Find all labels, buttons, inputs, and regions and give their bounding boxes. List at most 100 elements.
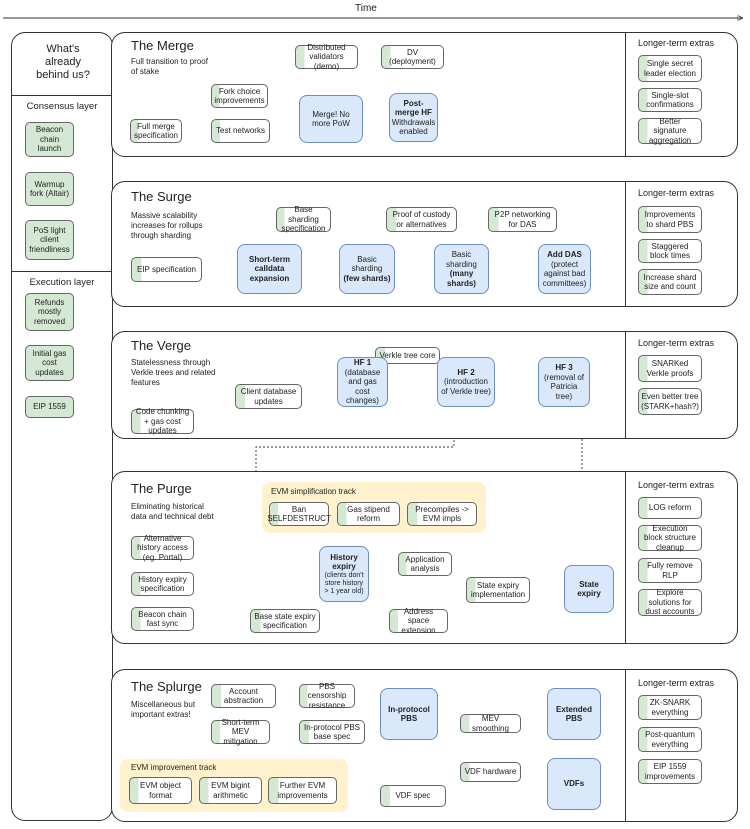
gas-stipend-reform: Gas stipend reform xyxy=(337,502,400,526)
splurge-extra-2: Post-quantum everything xyxy=(638,727,702,752)
state-expiry: State expiry xyxy=(564,565,614,613)
short-term-calldata: Short-term calldata expansion xyxy=(237,244,302,294)
surge-extras-title: Longer-term extras xyxy=(638,188,715,198)
purge-extra-1: LOG reform xyxy=(638,497,702,519)
add-das-sub: (protect against bad committees) xyxy=(542,259,587,288)
basic-sharding-many: Basic sharding (many shards) xyxy=(434,244,489,294)
verge-extra-1: SNARKed Verkle proofs xyxy=(638,355,702,382)
pbs-censorship-resistance: PBS censorship resistance xyxy=(299,682,355,710)
client-database-updates: Client database updates xyxy=(235,384,302,409)
account-abstraction: Account abstraction xyxy=(211,684,276,708)
basic-sharding-many-label: Basic sharding xyxy=(446,250,477,269)
merge-extra-1: Single secret leader election xyxy=(638,55,702,82)
initial-gas-cost: Initial gas cost updates xyxy=(25,345,74,381)
refunds-removed: Refunds mostly removed xyxy=(25,293,74,331)
merge-extra-3: Better signature aggregation xyxy=(638,117,702,145)
history-expiry-spec: History expiry specification xyxy=(131,572,194,596)
hf2-title: HF 2 xyxy=(457,367,475,377)
history-sidebar: What's already behind us? Consensus laye… xyxy=(11,32,113,821)
purge-extra-3: Fully remove RLP xyxy=(638,558,702,583)
evm-simplification-label: EVM simplification track xyxy=(271,487,356,496)
purge-desc: Eliminating historical data and technica… xyxy=(131,502,214,521)
vdf-hardware: VDF hardware xyxy=(460,762,521,782)
history-expiry: History expiry (clients don't store hist… xyxy=(319,546,369,602)
surge-desc: Massive scalability increases for rollup… xyxy=(131,211,203,240)
consensus-layer-heading: Consensus layer xyxy=(26,101,98,112)
base-sharding-spec: Base sharding specification xyxy=(276,205,331,233)
surge-extra-2: Staggered block times xyxy=(638,239,702,263)
purge-extra-2: Execution block structure cleanup xyxy=(638,524,702,552)
evm-object-format: EVM object format xyxy=(129,777,192,804)
pos-light-client: PoS light client friendliness xyxy=(25,220,74,260)
test-networks: Test networks xyxy=(211,119,270,143)
hf1-title: HF 1 xyxy=(353,358,372,368)
splurge-extras-title: Longer-term extras xyxy=(638,678,715,688)
basic-sharding-few-sub: (few shards) xyxy=(343,273,391,283)
evm-improvement-label: EVM improvement track xyxy=(131,763,217,772)
p2p-networking-das: P2P networking for DAS xyxy=(488,207,557,232)
verge-extra-2: Even better tree (STARK+hash?) xyxy=(638,388,702,415)
mev-smoothing: MEV smoothing xyxy=(460,714,521,733)
full-merge-specification: Full merge specification xyxy=(130,119,182,143)
fork-choice-improvements: Fork choice improvements xyxy=(211,84,268,108)
short-term-mev-mitigation: Short-term MEV mitigation xyxy=(211,718,270,746)
verge-extras-title: Longer-term extras xyxy=(638,338,715,348)
application-analysis: Application analysis xyxy=(398,552,452,576)
history-expiry-title: History expiry xyxy=(330,552,358,572)
purge-title: The Purge xyxy=(131,481,192,496)
post-merge-hf-title: Post-merge HF xyxy=(395,98,432,118)
base-state-expiry-spec: Base state expiry specification xyxy=(250,609,320,633)
add-das: Add DAS (protect against bad committees) xyxy=(538,244,591,294)
purge-extras-title: Longer-term extras xyxy=(638,480,715,490)
merge-title: The Merge xyxy=(131,38,194,53)
merge-extra-2: Single-slot confirmations xyxy=(638,88,702,112)
alternative-history-access: Alternative history access (eg. Portal) xyxy=(131,534,194,562)
hf1: HF 1 (database and gas cost changes) xyxy=(337,357,388,407)
eip-specification: EIP specification xyxy=(131,257,202,282)
surge-title: The Surge xyxy=(131,189,192,204)
execution-layer-heading: Execution layer xyxy=(29,277,95,288)
dv-deployment: DV (deployment) xyxy=(381,45,444,69)
splurge-title: The Splurge xyxy=(131,679,202,694)
in-protocol-pbs: In-protocol PBS xyxy=(380,688,438,740)
hf2-sub: (introduction of Verkle tree) xyxy=(441,377,491,396)
timeline-label: Time xyxy=(355,3,377,14)
verge-title: The Verge xyxy=(131,338,191,353)
merge-node-label: Merge! No more PoW xyxy=(312,109,350,129)
hf3-title: HF 3 xyxy=(555,363,573,372)
precompiles-evm: Precompiles -> EVM impls xyxy=(407,502,477,526)
evm-bigint-arithmetic: EVM bigint arithmetic xyxy=(199,777,262,804)
post-merge-hf-sub: Withdrawals enabled xyxy=(391,117,436,137)
beacon-chain-launch: Beacon chain launch xyxy=(25,122,74,157)
in-protocol-pbs-base: In-protocol PBS base spec xyxy=(299,720,365,744)
vdfs: VDFs xyxy=(547,758,601,810)
splurge-extra-1: ZK-SNARK everything xyxy=(638,695,702,720)
hf3: HF 3 (removal of Patricia tree) xyxy=(538,357,590,407)
ban-selfdestruct: Ban SELFDESTRUCT xyxy=(267,502,331,526)
beacon-chain-fast-sync: Beacon chain fast sync xyxy=(131,607,194,631)
hf2: HF 2 (introduction of Verkle tree) xyxy=(437,357,495,407)
surge-extra-1: Improvements to shard PBS xyxy=(638,206,702,233)
post-merge-hf: Post-merge HF Withdrawals enabled xyxy=(389,93,438,142)
hf3-sub: (removal of Patricia tree) xyxy=(543,372,584,401)
proof-of-custody: Proof of custody or alternatives xyxy=(386,207,457,232)
code-chunking: Code chunking + gas cost updates xyxy=(131,407,194,435)
basic-sharding-few-label: Basic sharding xyxy=(351,254,383,274)
eip-1559: EIP 1559 xyxy=(25,396,74,418)
history-expiry-sub: (clients don't store history > 1 year ol… xyxy=(324,571,364,595)
distributed-validators-demo: Distributed validators (demo) xyxy=(295,43,358,71)
merge-node: Merge! No more PoW xyxy=(299,95,363,143)
section-surge xyxy=(111,181,738,307)
further-evm-improvements: Further EVM improvements xyxy=(268,777,337,804)
extended-pbs: Extended PBS xyxy=(547,688,601,740)
merge-desc: Full transition to proof of stake xyxy=(131,57,208,76)
splurge-extra-3: EIP 1559 improvements xyxy=(638,759,702,784)
splurge-desc: Miscellaneous but important extras! xyxy=(131,700,196,719)
hf1-sub: (database and gas cost changes) xyxy=(344,367,381,406)
verge-desc: Statelessness through Verkle trees and r… xyxy=(131,358,216,387)
address-space-extension: Address space extension xyxy=(389,607,448,635)
verkle-tree-core: Verkle tree core xyxy=(375,347,440,364)
surge-extra-3: Increase shard size and count xyxy=(638,269,702,295)
warmup-fork: Warmup fork (Altair) xyxy=(25,172,74,206)
merge-extras-title: Longer-term extras xyxy=(638,38,715,48)
